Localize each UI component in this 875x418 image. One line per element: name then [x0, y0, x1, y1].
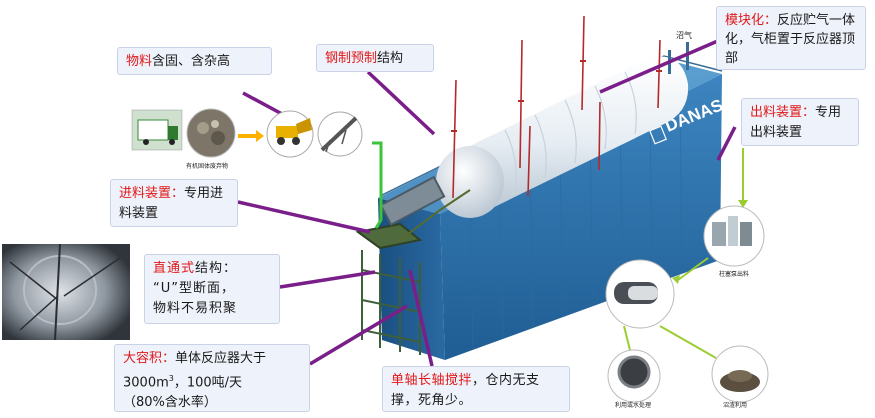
agitator-text: ，仓内无支撑，死角少。	[391, 373, 540, 408]
outlet-text: 专用出料装置	[750, 105, 842, 140]
feed-pipe	[372, 141, 383, 229]
pump-caption: 柱塞泵出料	[719, 270, 749, 278]
capacity-sup: 3	[168, 374, 174, 383]
straight-text: 结构：	[195, 261, 238, 276]
modular-highlight: 模块化：	[725, 13, 778, 28]
lightning-rods	[452, 15, 661, 199]
capacity-line3: （80%含水率）	[123, 395, 217, 411]
gas-holder-tank	[436, 56, 689, 218]
modular-text: 反应贮气一体化，气柜置于反应器顶部	[725, 13, 856, 66]
arrow-icon	[238, 130, 264, 142]
waste-pile-image	[186, 108, 236, 158]
steel-text: 结构	[377, 51, 404, 66]
callout-outlet: 出料装置：专用出料装置	[741, 98, 859, 146]
gas-label: 沼气	[676, 30, 692, 40]
inlet-highlight: 进料装置：	[119, 186, 185, 201]
callout-steel: 钢制预制结构	[316, 44, 434, 72]
straight-line2: “U”型断面，	[153, 281, 235, 296]
tunnel-photo	[2, 243, 130, 341]
callout-modular: 模块化：反应贮气一体化，气柜置于反应器顶部	[716, 6, 866, 70]
capacity-text2: ，100吨/天	[173, 375, 243, 391]
feed-structure	[355, 175, 471, 355]
outlet-process	[605, 148, 769, 403]
agitator-highlight: 单轴长轴搅拌	[391, 373, 473, 388]
callout-material: 物料含固、含杂高	[117, 47, 272, 75]
callout-inlet: 进料装置：专用进料装置	[110, 179, 238, 227]
feedstock-caption: 有机固体废弃物	[186, 162, 228, 170]
water-caption: 利用或水处理	[615, 401, 651, 409]
callout-straight: 直通式结构： “U”型断面， 物料不易积聚	[144, 254, 280, 324]
residue-caption: 沼渣利用	[723, 401, 747, 409]
straight-line3: 物料不易积聚	[153, 301, 238, 316]
leader-lines	[237, 38, 737, 367]
material-text: 含固、含杂高	[152, 54, 231, 69]
capacity-highlight: 大容积：	[123, 351, 176, 366]
material-highlight: 物料	[126, 54, 153, 69]
straight-highlight: 直通式	[153, 261, 196, 276]
capacity-text: 单体反应器大于3000m	[123, 351, 267, 391]
reactor-side-face	[440, 74, 722, 360]
inlet-text: 专用进料装置	[119, 186, 224, 221]
outlet-highlight: 出料装置：	[750, 105, 816, 120]
callout-capacity: 大容积：单体反应器大于3000m3，100吨/天 （80%含水率）	[114, 344, 310, 412]
steel-highlight: 钢制预制	[325, 51, 378, 66]
callout-agitator: 单轴长轴搅拌，仓内无支撑，死角少。	[382, 366, 570, 412]
feedstock-images	[131, 108, 363, 158]
